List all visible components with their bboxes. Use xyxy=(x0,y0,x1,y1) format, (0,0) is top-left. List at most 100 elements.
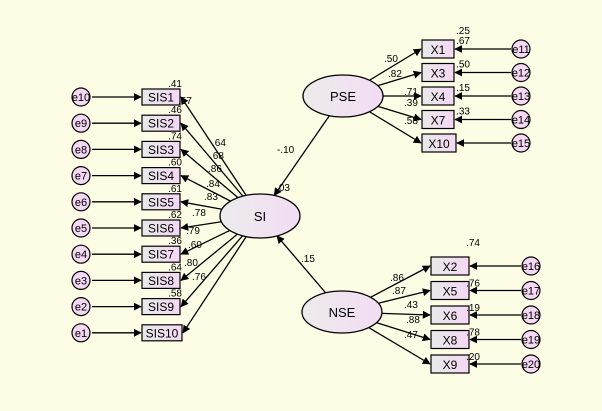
loading-sis6: .83 xyxy=(204,192,218,203)
r-squared-x5: .76 xyxy=(466,279,480,290)
indicator-label-sis9: SIS9 xyxy=(148,300,174,314)
latent-pse xyxy=(302,74,384,118)
error-label-e8: e8 xyxy=(75,144,87,156)
si-to-sis10-arrow xyxy=(182,236,247,334)
indicator-label-x8: X8 xyxy=(443,334,458,348)
indicator-label-sis5: SIS5 xyxy=(148,195,174,209)
si-to-sis4-arrow xyxy=(180,175,231,202)
error-label-e2: e2 xyxy=(75,302,87,314)
error-circle-e8 xyxy=(71,139,91,159)
loading-sis1: .57 xyxy=(178,96,192,107)
r-squared-sis1: .41 xyxy=(168,79,182,90)
error-label-e6: e6 xyxy=(75,197,87,209)
loading-x7: .39 xyxy=(404,98,418,109)
error-label-e17: e17 xyxy=(522,286,540,298)
si-to-sis1-arrow xyxy=(180,96,247,196)
indicator-label-sis10: SIS10 xyxy=(146,326,179,340)
si-to-sis2-arrow xyxy=(180,122,244,197)
indicator-box-sis1 xyxy=(141,88,181,106)
error-label-e12: e12 xyxy=(512,68,530,80)
si-to-sis9-arrow xyxy=(180,235,244,308)
r-squared-sis5: .61 xyxy=(168,184,182,195)
loading-sis7: .78 xyxy=(192,208,206,219)
pse-to-x10-arrow xyxy=(369,111,422,144)
loading-x9: .47 xyxy=(404,330,418,341)
r-squared-sis3: .74 xyxy=(168,131,182,142)
indicator-label-x6: X6 xyxy=(443,309,458,323)
indicator-box-x10 xyxy=(421,133,457,153)
error-circle-e19 xyxy=(521,329,541,350)
si-to-sis3-arrow xyxy=(180,148,239,199)
indicator-box-sis3 xyxy=(141,140,181,158)
error-circle-e14 xyxy=(511,109,531,130)
indicator-box-sis2 xyxy=(141,114,181,132)
loading-x5: .87 xyxy=(392,286,406,297)
error-circle-e6 xyxy=(71,192,91,212)
r-squared-x7: .33 xyxy=(456,107,470,118)
loading-sis3: .68 xyxy=(210,151,224,162)
error-label-e3: e3 xyxy=(75,275,87,287)
path-coef-nse-si: .15 xyxy=(301,254,315,265)
indicator-label-x9: X9 xyxy=(443,358,458,372)
loading-x8: .88 xyxy=(406,315,420,326)
indicator-label-x3: X3 xyxy=(431,67,446,81)
indicator-box-x9 xyxy=(430,354,470,374)
error-label-e19: e19 xyxy=(522,335,540,347)
error-circle-e20 xyxy=(521,354,541,374)
indicator-box-x8 xyxy=(430,329,470,350)
latent-label-nse: NSE xyxy=(329,305,356,320)
loading-sis10: .80 xyxy=(184,258,198,269)
error-label-e15: e15 xyxy=(512,138,530,150)
r-squared-x3: .50 xyxy=(456,60,470,71)
error-circle-e7 xyxy=(71,166,91,186)
pse-to-x1-arrow xyxy=(369,48,422,81)
r-squared-sis9: .58 xyxy=(168,289,182,300)
nse-to-si-arrow xyxy=(276,235,327,294)
latent-label-si: SI xyxy=(254,209,266,224)
r-squared-x2: .74 xyxy=(466,238,480,249)
si-to-sis8-arrow xyxy=(180,233,238,281)
error-circle-e17 xyxy=(521,280,541,301)
error-circle-e13 xyxy=(511,86,531,106)
r-squared-sis7: .36 xyxy=(168,236,182,247)
error-circle-e16 xyxy=(521,256,541,276)
loading-extra: .76 xyxy=(192,272,206,283)
loading-x6: .43 xyxy=(404,300,418,311)
latent-nse xyxy=(301,290,383,334)
nse-to-x5-arrow xyxy=(378,288,431,304)
loading-sis9: .60 xyxy=(188,240,202,251)
r-squared-x4: .15 xyxy=(456,83,470,94)
error-label-e10: e10 xyxy=(72,92,90,104)
error-label-e16: e16 xyxy=(522,261,540,273)
indicator-box-sis7 xyxy=(141,245,181,263)
nse-to-x9-arrow xyxy=(368,327,431,365)
loading-x3: .82 xyxy=(388,69,402,80)
error-label-e1: e1 xyxy=(75,328,87,340)
nse-to-x2-arrow xyxy=(370,265,431,298)
error-circle-e9 xyxy=(71,113,91,133)
indicator-label-sis1: SIS1 xyxy=(148,91,174,105)
indicator-box-sis8 xyxy=(141,271,181,289)
loading-sis4: .86 xyxy=(208,164,222,175)
r-squared-sis2: .46 xyxy=(168,105,182,116)
pse-to-x3-arrow xyxy=(377,70,422,87)
indicator-box-sis5 xyxy=(141,193,181,211)
error-circle-e4 xyxy=(71,244,91,264)
r-squared-x8: .78 xyxy=(466,328,480,339)
indicator-box-x2 xyxy=(430,256,470,276)
error-label-e9: e9 xyxy=(75,118,87,130)
error-circle-e1 xyxy=(71,323,91,343)
r-squared-pse-top: .25 xyxy=(456,26,470,37)
indicator-label-sis7: SIS7 xyxy=(148,248,174,262)
nse-to-x6-arrow xyxy=(381,310,431,319)
indicator-label-sis2: SIS2 xyxy=(148,117,174,131)
indicator-label-x5: X5 xyxy=(443,285,458,299)
error-circle-e11 xyxy=(511,39,531,59)
indicator-label-sis8: SIS8 xyxy=(148,274,174,288)
r-squared-sis8: .64 xyxy=(168,262,182,273)
si-to-sis5-arrow xyxy=(180,199,223,210)
indicator-label-x7: X7 xyxy=(431,114,446,128)
r-squared-x9: .20 xyxy=(466,352,480,363)
indicator-box-sis4 xyxy=(141,167,181,185)
